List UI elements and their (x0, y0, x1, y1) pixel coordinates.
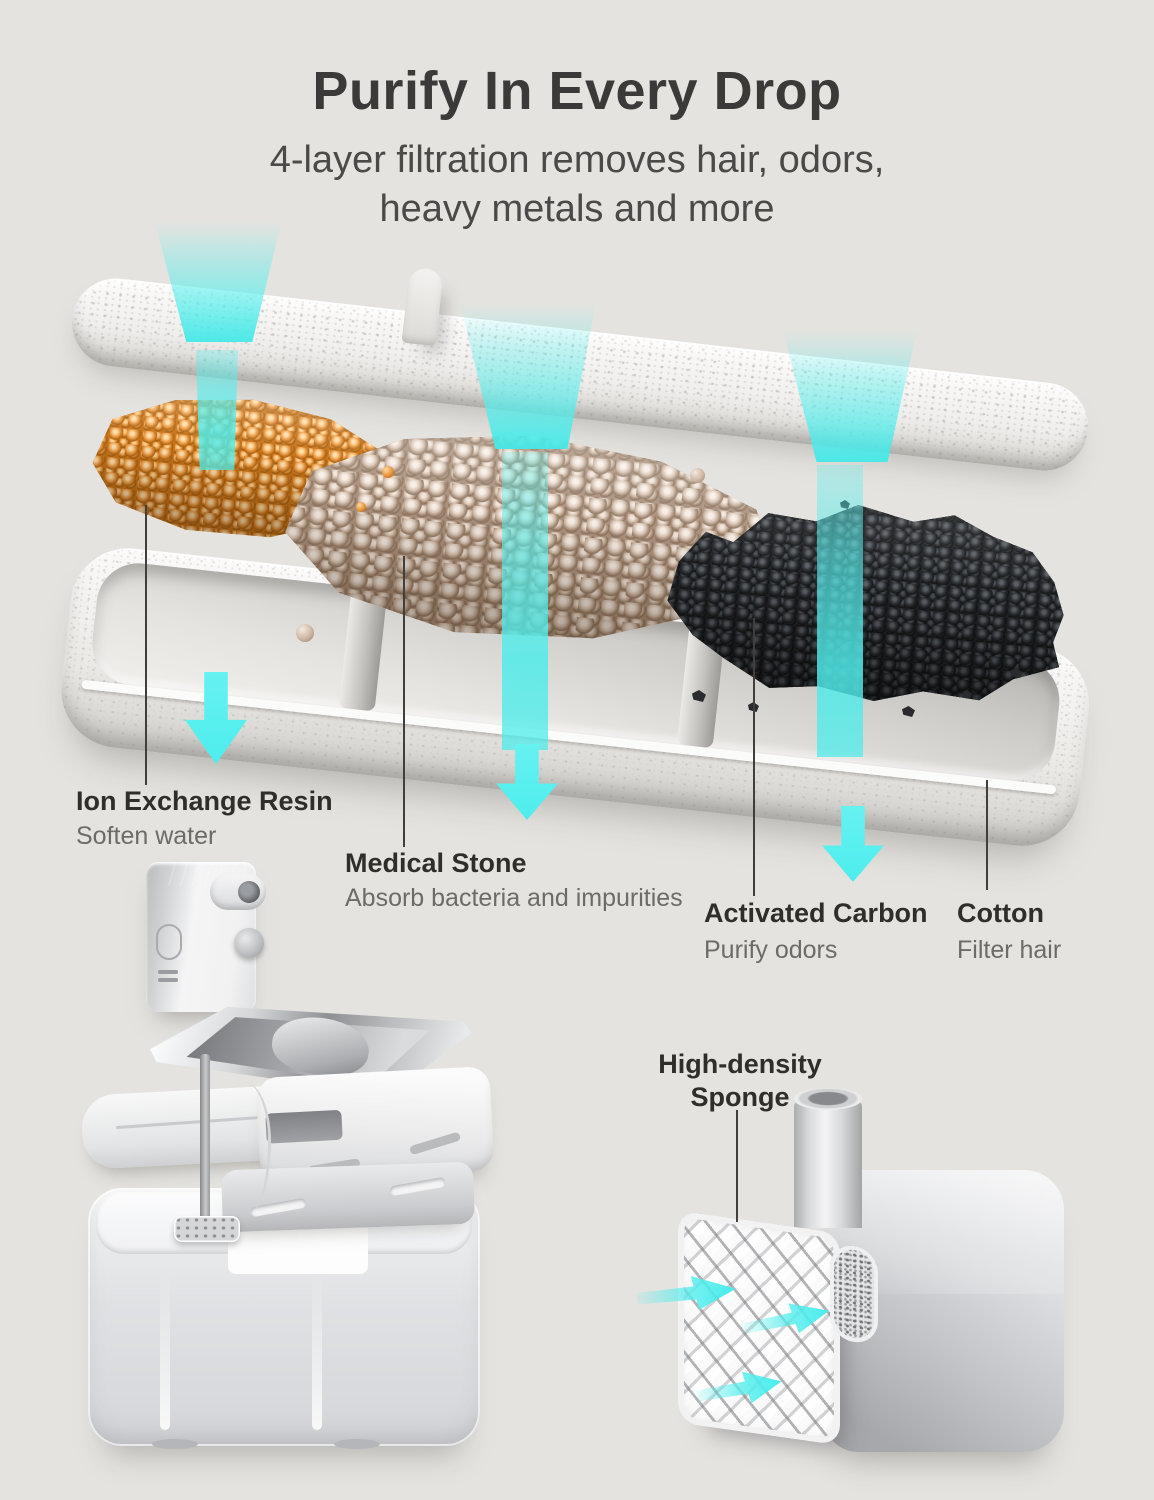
pump-housing (824, 1170, 1064, 1452)
label-cotton: Cotton (957, 898, 1044, 928)
label-high-density-sponge: High-density Sponge (640, 1048, 840, 1114)
stray-carbon-chip (1010, 668, 1022, 678)
stray-carbon-chip (962, 690, 972, 699)
water-stream-icon (195, 350, 239, 470)
sponge-label-line-1: High-density (658, 1049, 822, 1079)
pump-unit-button-outline (156, 924, 182, 960)
pump-unit-knob (234, 928, 264, 958)
pump-cable (222, 1082, 271, 1212)
stray-carbon-chip (902, 706, 915, 717)
callout-line-activated-carbon (753, 618, 755, 896)
sponge-label-line-2: Sponge (690, 1082, 790, 1112)
page-subtitle: 4-layer filtration removes hair, odors, … (0, 136, 1154, 234)
rod-clamp (174, 1216, 240, 1242)
desc-activated-carbon: Purify odors (704, 936, 838, 964)
filter-box-opening (265, 1109, 343, 1144)
desc-medical-stone: Absorb bacteria and impurities (345, 884, 683, 912)
under-basin-vent (389, 1176, 447, 1197)
pump-unit-connector-arm (210, 874, 266, 910)
label-ion-exchange-resin: Ion Exchange Resin (76, 786, 333, 816)
subtitle-line-1: 4-layer filtration removes hair, odors, (269, 139, 885, 181)
pump-outlet-tube (794, 1088, 862, 1228)
callout-line-cotton (986, 780, 988, 890)
desc-cotton: Filter hair (957, 936, 1062, 964)
fountain-lid-assembly (80, 1065, 495, 1233)
callout-line-medical-stone (403, 556, 405, 847)
callout-line-sponge (736, 1110, 738, 1222)
stray-stone-bead (296, 624, 314, 642)
label-activated-carbon: Activated Carbon (704, 898, 928, 928)
callout-line-ion-exchange-resin (145, 505, 147, 785)
stray-resin-bead (382, 466, 394, 478)
label-medical-stone: Medical Stone (345, 848, 527, 878)
pump-unit-port (238, 881, 260, 903)
stray-carbon-chip (692, 690, 706, 702)
water-stream-icon (817, 465, 863, 757)
tank-highlight (160, 1270, 170, 1430)
tank-highlight (312, 1270, 322, 1430)
stray-stone-bead (690, 468, 705, 483)
sponge-insert (830, 1242, 878, 1346)
pump-unit-marking (158, 970, 178, 974)
filter-box-slot (408, 1131, 462, 1156)
water-stream-icon (502, 452, 548, 750)
desc-ion-exchange-resin: Soften water (76, 822, 217, 850)
stray-resin-bead (356, 502, 366, 512)
subtitle-line-2: heavy metals and more (379, 188, 775, 230)
tank-foot (152, 1439, 198, 1449)
water-tube-rod (200, 1054, 210, 1232)
pump-unit-marking (158, 978, 178, 982)
tube-mouth (794, 1088, 862, 1110)
water-stream-funnel-icon (460, 303, 596, 449)
page-title: Purify In Every Drop (312, 61, 842, 121)
tank-foot (334, 1439, 380, 1449)
cotton-layer-tab (401, 266, 444, 347)
fountain-pump-unit (146, 862, 266, 1012)
